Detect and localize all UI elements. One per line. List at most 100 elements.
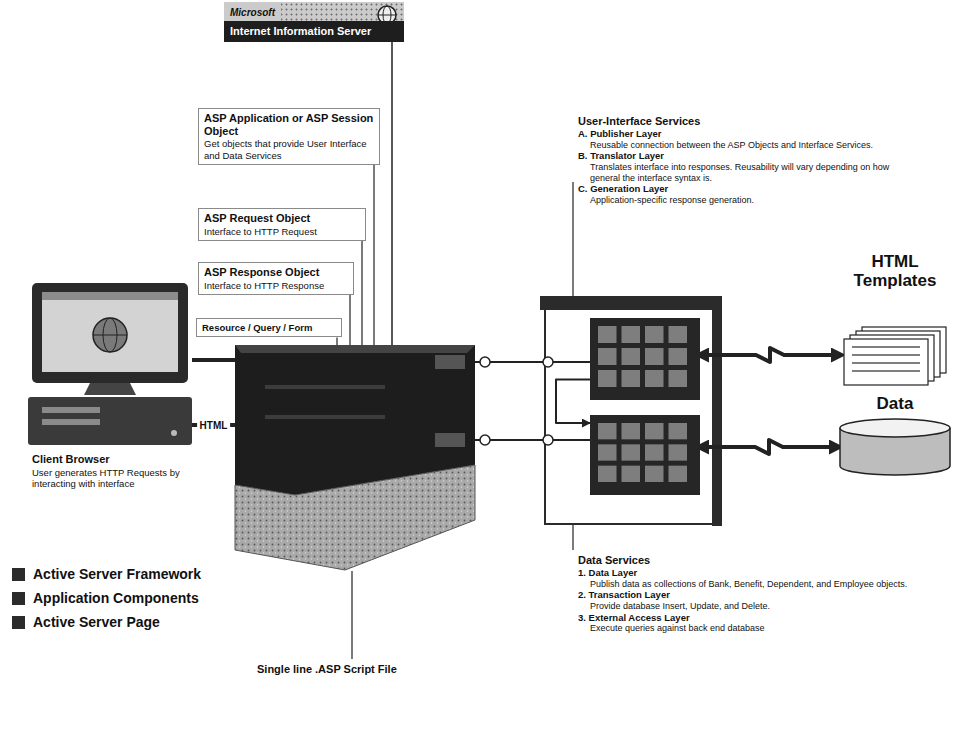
rack-shape: [590, 318, 700, 400]
rack-shape: [590, 415, 700, 495]
rack-module: [645, 370, 664, 387]
text-rule: [852, 354, 920, 356]
leader-line: [572, 525, 573, 550]
callout-box: ASP Response ObjectInterface to HTTP Res…: [198, 262, 354, 295]
rack-module: [622, 444, 641, 460]
legend-row: Application Components: [12, 586, 201, 610]
server-tray: [235, 465, 475, 570]
layer-text: Application-specific response generation…: [578, 195, 908, 206]
leader-line: [545, 112, 577, 300]
docs-shape: [840, 323, 952, 389]
callout-box: Resource / Query / Form: [196, 318, 342, 337]
node-caption: Single line .ASP Script File: [257, 663, 467, 675]
text-block: ASP Response ObjectInterface to HTTP Res…: [204, 266, 348, 291]
text-block: MicrosoftInternet Information Server: [224, 2, 404, 42]
callout-text: Interface to HTTP Request: [204, 226, 360, 237]
rack-module: [622, 370, 641, 387]
connector-line: [373, 165, 374, 345]
layer-text: Publish data as collections of Bank, Ben…: [578, 579, 908, 590]
text-block: ASP Request ObjectInterface to HTTP Requ…: [204, 212, 360, 237]
rack-module: [598, 444, 617, 460]
monitor-case: [32, 283, 188, 383]
server-detail: [265, 415, 385, 419]
node-title: Client Browser: [32, 453, 216, 467]
callout-title: ASP Request Object: [204, 212, 360, 225]
rack-module: [645, 423, 664, 439]
cable-connector: [700, 440, 838, 454]
port-symbol: [480, 357, 490, 367]
rack-module: [598, 466, 617, 482]
server-port: [435, 433, 465, 447]
monitor-stand: [84, 383, 136, 395]
rack-module: [645, 348, 664, 365]
rack-module: [669, 348, 688, 365]
legend-row: Active Server Framework: [12, 562, 201, 586]
legend-swatch: [12, 616, 25, 629]
rack-body: [590, 415, 700, 495]
brand-name: Microsoft: [224, 3, 281, 21]
client-computer: Client BrowserUser generates HTTP Reques…: [28, 283, 218, 490]
template-sheet: [844, 339, 928, 385]
rack-module: [622, 326, 641, 343]
monitor-screen: [42, 292, 178, 372]
drive-slot: [42, 419, 100, 425]
text-block: Resource / Query / Form: [202, 322, 336, 333]
leader-line: [351, 571, 352, 659]
connector-line: [361, 241, 362, 345]
layer-text: Reusable connection between the ASP Obje…: [578, 140, 908, 151]
server-detail: [265, 385, 385, 389]
port-group: [480, 357, 553, 445]
text-block: Single line .ASP Script File: [257, 663, 467, 675]
cable-connector: [192, 358, 235, 362]
browser-bar: [42, 292, 178, 300]
database-cylinder: Data: [832, 395, 958, 414]
computer-case: [28, 397, 192, 445]
text-block: HTML Templates: [832, 253, 958, 290]
server-port: [435, 355, 465, 369]
product-logo: MicrosoftInternet Information Server: [224, 2, 404, 42]
template-stack: HTML Templates: [832, 253, 958, 290]
globe-icon: [93, 318, 127, 352]
component-frame: [712, 296, 722, 526]
component-frame: [545, 523, 722, 525]
callout-text: Get objects that provide User Interface …: [204, 138, 374, 161]
legend-swatch: [12, 568, 25, 581]
server-shape: [235, 345, 475, 570]
leader-line: [235, 345, 356, 663]
rack-module: [669, 466, 688, 482]
browser-shape: [28, 283, 192, 447]
rack-module: [669, 423, 688, 439]
legend: Active Server FrameworkApplication Compo…: [12, 562, 201, 634]
layer-heading: 3. External Access Layer: [578, 612, 908, 623]
globe-equator: [93, 335, 127, 336]
legend-row: Active Server Page: [12, 610, 201, 634]
cable-connector: [700, 348, 840, 362]
store-label: Data: [832, 395, 958, 414]
store-label: HTML Templates: [832, 253, 958, 290]
connector-line: [475, 361, 590, 363]
rack-module: [645, 466, 664, 482]
connector-line: [391, 42, 393, 345]
rack-module: [598, 370, 617, 387]
drive-slot: [42, 407, 100, 413]
text-block: Data Services1. Data LayerPublish data a…: [578, 553, 908, 634]
connector-line: [556, 380, 590, 424]
text-block: ASP Application or ASP Session ObjectGet…: [204, 112, 374, 161]
product-name: Internet Information Server: [224, 21, 404, 42]
layer-heading: 2. Transaction Layer: [578, 589, 908, 600]
callout-box: ASP Request ObjectInterface to HTTP Requ…: [198, 208, 366, 241]
text-rule: [852, 370, 920, 372]
callout-box: ASP Application or ASP Session ObjectGet…: [198, 108, 380, 165]
rack-module: [622, 466, 641, 482]
layer-heading: C. Generation Layer: [578, 183, 908, 194]
port-symbol: [543, 357, 553, 367]
power-light: [171, 430, 177, 436]
legend-text: Active Server Framework: [33, 566, 201, 582]
rack-module: [622, 423, 641, 439]
callout-text: Interface to HTTP Response: [204, 280, 348, 291]
edge-label: HTML: [197, 419, 231, 432]
legend-text: Application Components: [33, 590, 199, 606]
rack-module: [598, 348, 617, 365]
layer-text: Translates interface into responses. Reu…: [578, 162, 908, 184]
callout-title: ASP Response Object: [204, 266, 348, 279]
